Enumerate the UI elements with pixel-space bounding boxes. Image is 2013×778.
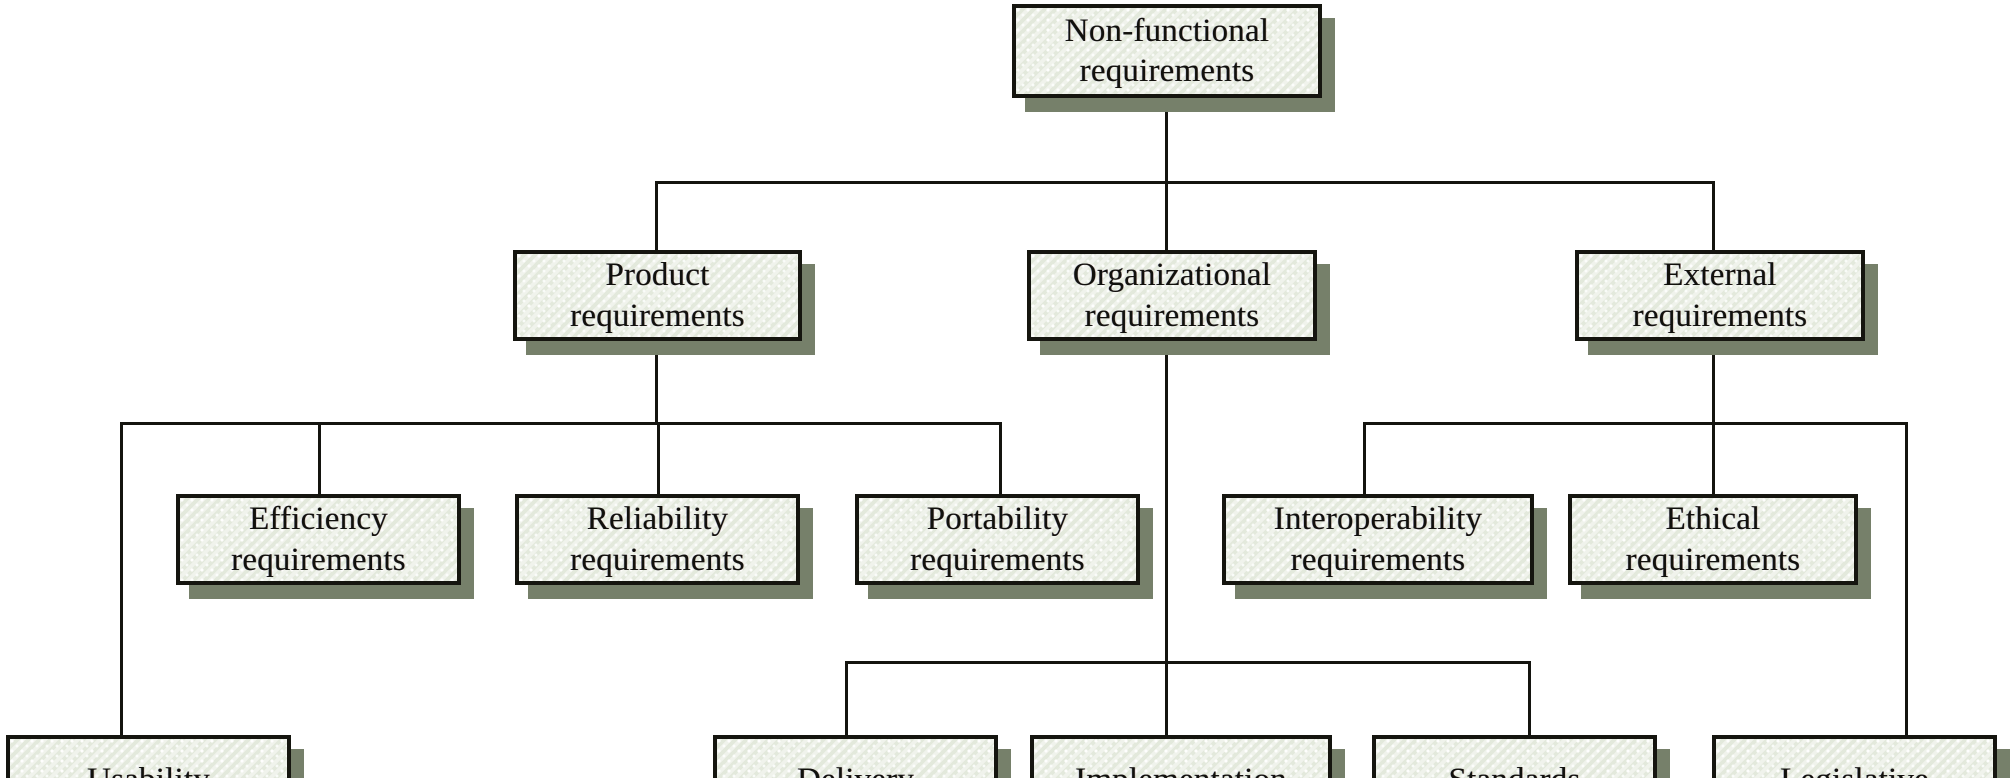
node-box: Ethical requirements: [1568, 494, 1858, 585]
node-label: Product requirements: [570, 257, 745, 334]
node-product-requirements[interactable]: Product requirements: [513, 250, 815, 355]
node-organizational-requirements[interactable]: Organizational requirements: [1027, 250, 1330, 355]
node-box: Reliability requirements: [515, 494, 800, 585]
connector-to-external: [1712, 181, 1715, 252]
node-implementation[interactable]: Implementation: [1030, 735, 1345, 778]
node-legislative[interactable]: Legislative: [1712, 735, 2010, 778]
node-efficiency-requirements[interactable]: Efficiency requirements: [176, 494, 474, 599]
node-interoperability-requirements[interactable]: Interoperability requirements: [1222, 494, 1547, 599]
connector-to-efficiency: [318, 422, 321, 496]
node-label: Legislative: [1774, 761, 1935, 778]
connector-root-stem: [1165, 96, 1168, 184]
node-label: Implementation: [1069, 761, 1293, 778]
node-label: Ethical requirements: [1625, 501, 1801, 578]
node-box: Efficiency requirements: [176, 494, 461, 585]
node-box: Usability: [6, 735, 291, 778]
node-delivery[interactable]: Delivery: [713, 735, 1011, 778]
node-label: Portability requirements: [910, 501, 1085, 578]
connector-to-interoperability: [1363, 422, 1366, 496]
node-box: Legislative: [1712, 735, 1997, 778]
connector-external-bus: [1363, 422, 1908, 425]
node-box: Interoperability requirements: [1222, 494, 1534, 585]
connector-to-delivery: [845, 661, 848, 737]
node-reliability-requirements[interactable]: Reliability requirements: [515, 494, 813, 599]
connector-to-organizational: [1165, 181, 1168, 252]
node-non-functional-requirements[interactable]: Non-functional requirements: [1012, 4, 1335, 112]
node-box: External requirements: [1575, 250, 1865, 341]
connector-product-stem: [655, 339, 658, 425]
node-label: Efficiency requirements: [231, 501, 406, 578]
node-box: Standards: [1372, 735, 1657, 778]
node-label: Usability: [81, 761, 216, 778]
connector-to-standards: [1528, 661, 1531, 737]
node-label: Interoperability requirements: [1273, 501, 1483, 578]
node-ethical-requirements[interactable]: Ethical requirements: [1568, 494, 1871, 599]
node-box: Product requirements: [513, 250, 802, 341]
node-box: Portability requirements: [855, 494, 1140, 585]
node-label: Standards: [1443, 761, 1587, 778]
connector-to-portability: [999, 422, 1002, 496]
node-box: Non-functional requirements: [1012, 4, 1322, 98]
connector-to-legislative: [1905, 422, 1908, 737]
connector-product-bus: [120, 422, 1002, 425]
node-label: Reliability requirements: [570, 501, 745, 578]
node-label: Delivery: [791, 761, 920, 778]
node-label: Organizational requirements: [1072, 257, 1272, 334]
node-standards[interactable]: Standards: [1372, 735, 1670, 778]
node-box: Implementation: [1030, 735, 1332, 778]
connector-organizational-bus: [845, 661, 1531, 664]
node-label: Non-functional requirements: [1064, 12, 1270, 89]
connector-external-stem: [1712, 339, 1715, 425]
connector-organizational-stem: [1165, 339, 1168, 738]
node-external-requirements[interactable]: External requirements: [1575, 250, 1878, 355]
node-box: Organizational requirements: [1027, 250, 1317, 341]
connector-to-usability: [120, 422, 123, 737]
connector-level1-bus: [655, 181, 1713, 184]
connector-to-reliability: [657, 422, 660, 496]
node-portability-requirements[interactable]: Portability requirements: [855, 494, 1153, 599]
node-label: External requirements: [1632, 257, 1808, 334]
node-usability[interactable]: Usability: [6, 735, 304, 778]
node-box: Delivery: [713, 735, 998, 778]
connector-to-ethical: [1712, 422, 1715, 496]
connector-to-product: [655, 181, 658, 252]
